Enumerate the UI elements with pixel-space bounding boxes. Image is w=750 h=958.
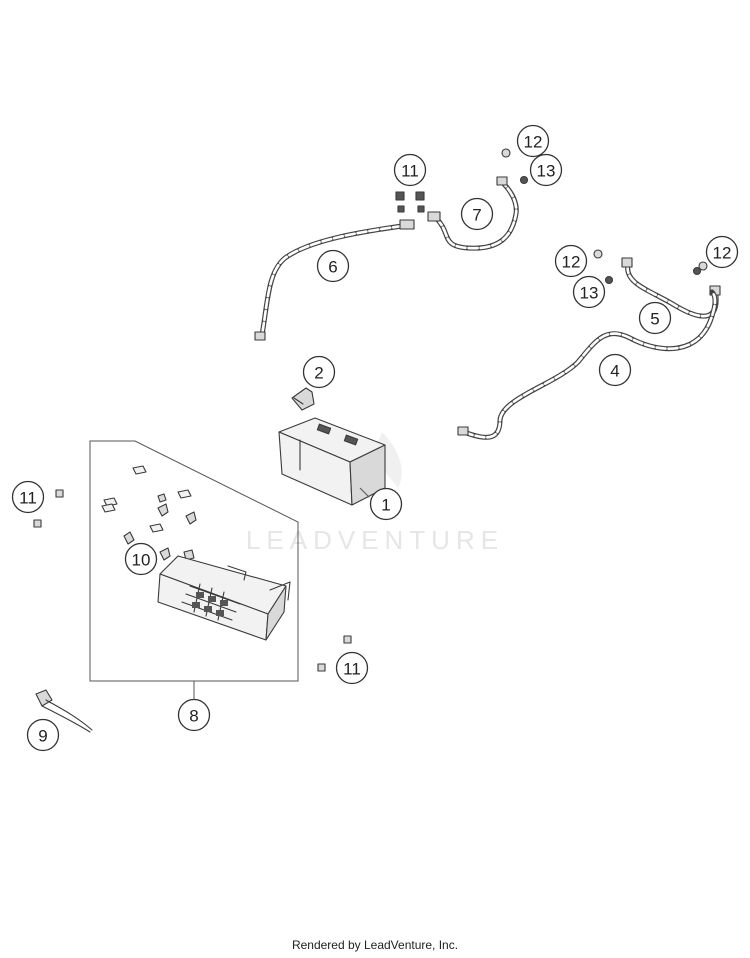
screw-icon (415, 191, 425, 201)
callout-label: 13 (580, 284, 599, 303)
callout-13-top: 13 (529, 153, 563, 187)
callout-label: 12 (562, 253, 581, 272)
nut-icon (604, 275, 614, 285)
callout-label: 4 (610, 362, 619, 381)
callout-12-right: 12 (705, 235, 739, 269)
callout-label: 11 (401, 162, 419, 181)
callout-label: 2 (314, 364, 323, 383)
screw-icon (55, 489, 64, 498)
callout-11-left: 11 (11, 480, 45, 514)
terminal-cover (291, 387, 315, 411)
cable-7 (427, 176, 519, 251)
callout-label: 10 (132, 551, 151, 570)
watermark-text: LEADVENTURE (246, 525, 504, 555)
cable-4 (457, 289, 718, 440)
battery (278, 417, 386, 506)
callout-4: 4 (598, 353, 632, 387)
screw-icon (417, 205, 425, 213)
callout-label: 12 (524, 133, 543, 152)
callout-12-middle: 12 (554, 244, 588, 278)
screw-icon (343, 635, 352, 644)
callout-label: 11 (343, 660, 361, 679)
callout-11-bottom: 11 (335, 651, 369, 685)
callout-8: 8 (177, 698, 211, 732)
leader-lines (359, 487, 370, 498)
nut-icon (692, 266, 702, 276)
strap-9 (35, 689, 93, 733)
callout-12-top: 12 (516, 124, 550, 158)
footer-credit: Rendered by LeadVenture, Inc. (291, 938, 459, 952)
callout-label: 11 (19, 489, 37, 508)
callout-label: 7 (472, 206, 481, 225)
cable-6 (254, 219, 415, 341)
callout-label: 1 (381, 496, 390, 515)
callout-11-top: 11 (393, 153, 427, 187)
small-hardware (33, 148, 708, 672)
callout-9: 9 (26, 718, 60, 752)
callout-label: 12 (713, 244, 732, 263)
callout-7: 7 (460, 197, 494, 231)
callout-label: 9 (38, 727, 47, 746)
callout-10: 10 (124, 542, 158, 576)
nut-icon (698, 261, 708, 271)
callout-label: 13 (537, 162, 556, 181)
nut-icon (519, 175, 529, 185)
callout-1: 1 (369, 487, 403, 521)
clips-10 (101, 465, 197, 561)
callout-6: 6 (316, 249, 350, 283)
screw-icon (395, 191, 405, 201)
screw-icon (33, 519, 42, 528)
battery-holder (157, 555, 291, 641)
callout-5: 5 (638, 301, 672, 335)
screw-icon (397, 205, 405, 213)
assembly-frame (89, 440, 299, 682)
nut-icon (501, 148, 511, 158)
nut-icon (593, 249, 603, 259)
screw-icon (317, 663, 326, 672)
callout-2: 2 (302, 355, 336, 389)
callout-label: 8 (189, 707, 198, 726)
callout-label: 6 (328, 258, 337, 277)
callout-label: 5 (650, 310, 659, 329)
callout-13-middle: 13 (572, 275, 606, 309)
